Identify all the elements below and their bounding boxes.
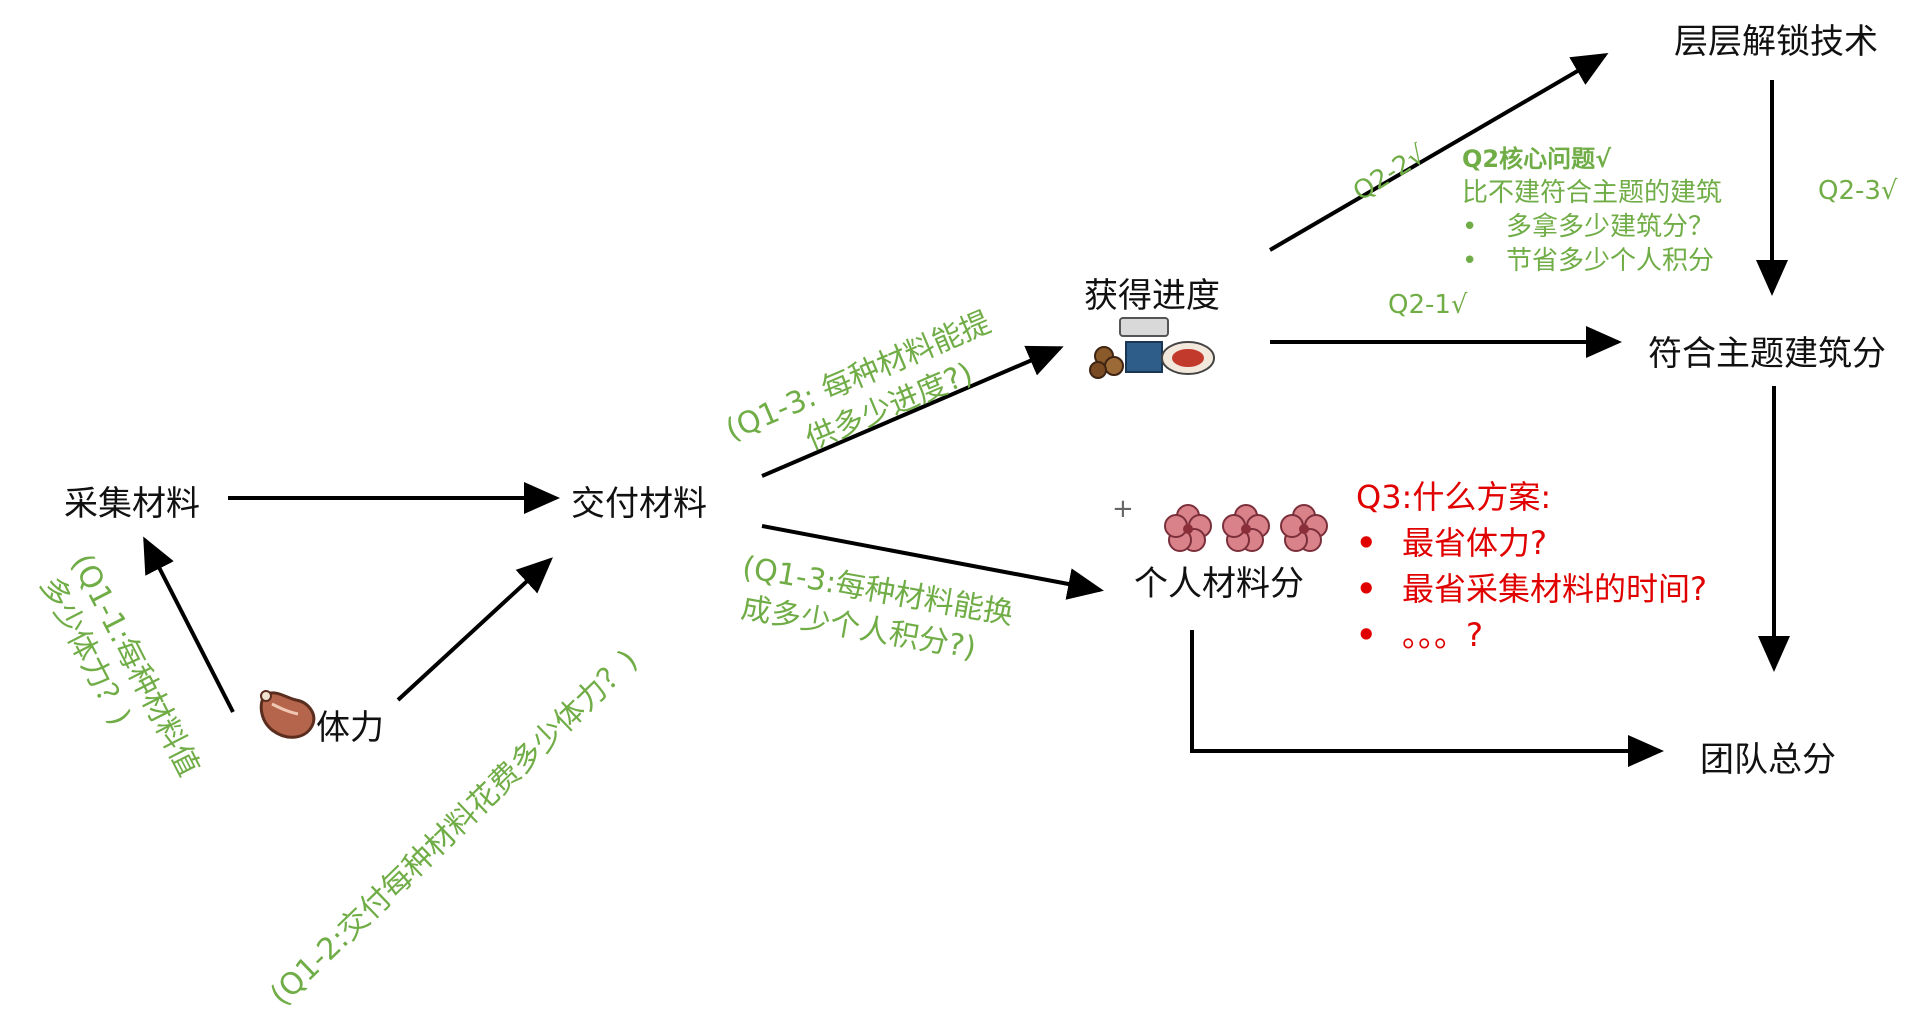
q3-question: Q3:什么方案: •最省体力? •最省采集材料的时间? •。。。? [1356, 474, 1707, 658]
q2-core-question: Q2核心问题√ 比不建符合主题的建筑 •多拿多少建筑分？ •节省多少个人积分 [1462, 142, 1722, 278]
arrow-progress-to-unlock [1268, 52, 1609, 252]
node-personal-material-score: 个人材料分 [1134, 564, 1304, 604]
meat-icon [259, 690, 316, 739]
arrow-stamina-to-deliver [396, 557, 553, 702]
plus-sign: + [1112, 494, 1134, 524]
flower-icon [1164, 504, 1328, 552]
q2-core-item: •节省多少个人积分 [1462, 246, 1715, 276]
node-unlock-tech: 层层解锁技术 [1674, 22, 1878, 62]
q2-core-item: •多拿多少建筑分？ [1462, 212, 1715, 242]
q3-title: Q3:什么方案: [1356, 478, 1552, 516]
node-collect-materials: 采集材料 [64, 484, 200, 524]
q2-core-title: Q2核心问题√ [1462, 145, 1612, 173]
label-q2-1: Q2-1√ [1388, 290, 1468, 320]
materials-bundle-icon [1089, 317, 1215, 379]
q3-item: •最省采集材料的时间? [1356, 570, 1707, 608]
node-team-total-score: 团队总分 [1700, 740, 1836, 780]
q3-item: •最省体力? [1356, 524, 1547, 562]
node-stamina: 体力 [316, 708, 384, 748]
node-deliver-materials: 交付材料 [571, 484, 707, 524]
label-q2-3: Q2-3√ [1818, 176, 1898, 206]
arrow-personal-to-team [1190, 630, 1664, 767]
arrow-stamina-to-collect [143, 536, 235, 713]
node-theme-building-score: 符合主题建筑分 [1648, 334, 1886, 374]
q2-core-line: 比不建符合主题的建筑 [1462, 178, 1723, 208]
arrow-deliver-to-personal [761, 524, 1104, 600]
arrow-deliver-to-progress [761, 345, 1064, 478]
q3-item: •。。。? [1356, 616, 1483, 654]
node-get-progress: 获得进度 [1084, 276, 1220, 316]
